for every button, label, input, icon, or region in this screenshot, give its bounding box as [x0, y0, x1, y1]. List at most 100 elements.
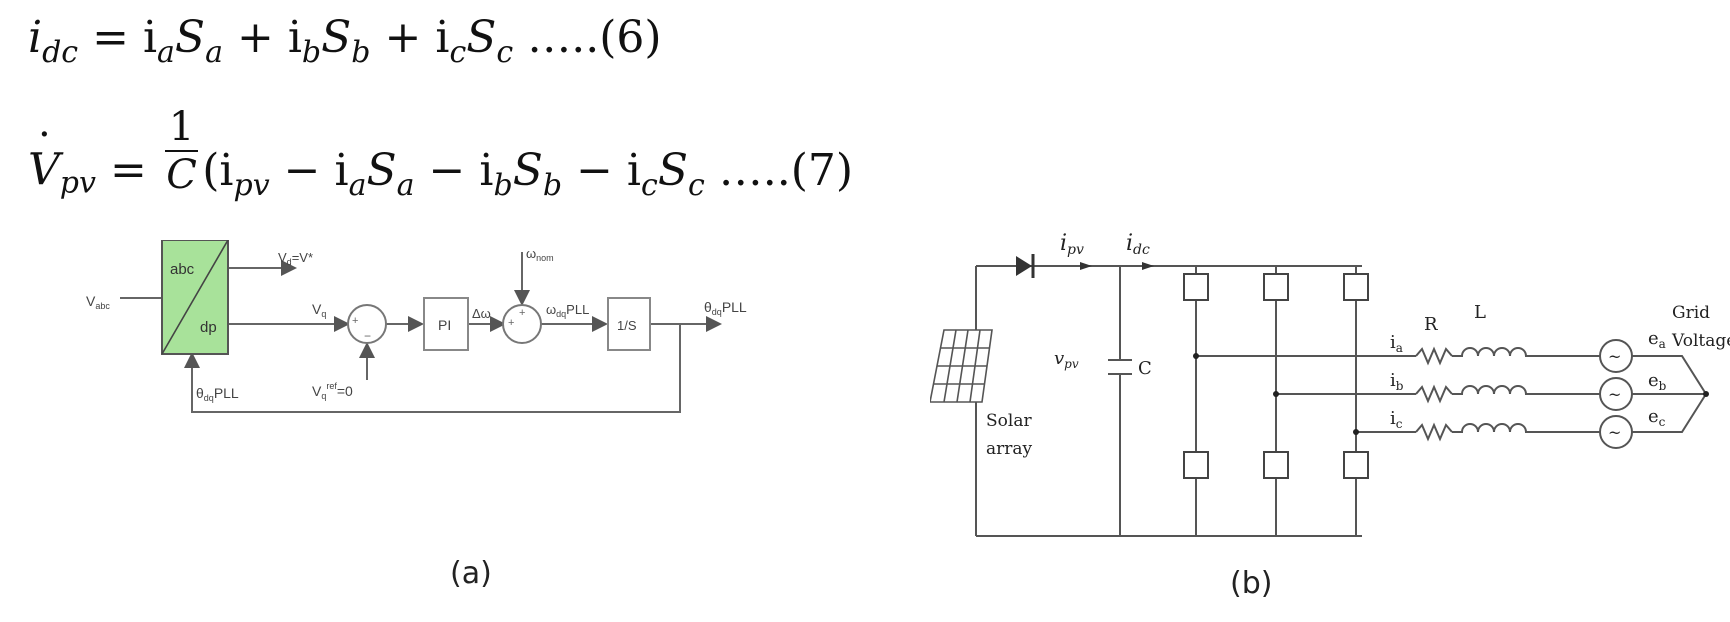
pi-block [423, 297, 469, 351]
eq6-S-a: S [174, 12, 206, 63]
caption-b: (b) [1230, 566, 1273, 601]
eq6-tail: …..(6) [527, 12, 662, 63]
feedback-line [184, 324, 681, 413]
eq7-S-a: S [366, 144, 397, 196]
eq7-dot: . [38, 100, 51, 146]
inductor-label: L [1474, 302, 1486, 323]
vref-label: Vqref=0 [312, 381, 353, 401]
integrator-label: 1/S [617, 318, 637, 333]
eq7-frac-den: C [166, 152, 197, 198]
node-b [1273, 391, 1279, 397]
grid-a-wire [1632, 355, 1707, 395]
grid-source-c [1599, 415, 1633, 449]
idc-arrow-icon [1142, 262, 1154, 270]
eq6-lhs-sub: dc [42, 35, 79, 70]
solar-panel-icon [930, 329, 993, 403]
solar-label-2: array [986, 439, 1033, 459]
ib-label: ib [1390, 370, 1404, 393]
eq7-open: (i [202, 144, 234, 196]
eq6-sub-a2: a [205, 35, 223, 70]
inductor-a [1452, 347, 1560, 357]
eq6-S-c: S [466, 12, 497, 63]
eq7-S-b: S [512, 144, 543, 196]
eq6-part-0: = i [92, 12, 158, 63]
resistor-a [1415, 346, 1453, 366]
source-a-glyph: ~ [1608, 347, 1621, 366]
diode-icon [1016, 256, 1032, 276]
eq6-sub-b2: b [351, 35, 371, 70]
eq7-tail: …..(7) [718, 144, 854, 196]
inductor-c [1452, 423, 1560, 433]
eq7-frac-num: 1 [164, 104, 199, 152]
ea-label: ea [1648, 328, 1666, 351]
source-b-glyph: ~ [1608, 385, 1621, 404]
eq7-sub-b1: b [493, 167, 513, 203]
eq7-sub-c2: c [687, 167, 705, 203]
eq7-S-c: S [657, 144, 688, 196]
sum-junction-1 [347, 304, 387, 344]
equation-6: idc = iaSa + ibSb + icSc …..(6) [28, 12, 662, 70]
caption-a: (a) [450, 556, 492, 591]
eq6-sub-b1: b [301, 35, 322, 70]
eq7-lhs: V [28, 144, 60, 196]
eq6-part-4: + i [236, 12, 302, 63]
solar-label-1: Solar [986, 411, 1032, 431]
grid-label-2: Voltage [1671, 331, 1730, 351]
out-top-label: Vd=V* [278, 250, 313, 267]
node-a [1193, 353, 1199, 359]
node-c [1353, 429, 1359, 435]
eq7-part-8: − i [576, 144, 642, 196]
pi-label: PI [438, 317, 451, 333]
ia-label: ia [1390, 332, 1403, 355]
resistor-b [1415, 384, 1453, 404]
theta-out-label: θdqPLL [704, 299, 747, 317]
grid-c-wire [1632, 393, 1707, 433]
eq7-lhs-sub: pv [59, 165, 96, 201]
block-top-label: abc [170, 261, 195, 278]
sum1-plus: + [352, 315, 358, 327]
grid-source-a [1599, 339, 1633, 373]
switch-b-top-icon [1263, 273, 1289, 301]
source-c-glyph: ~ [1608, 423, 1621, 442]
eq7-equals: = [109, 144, 147, 196]
vpv-label: vpv [1054, 348, 1079, 371]
sum1-minus: − [364, 329, 371, 343]
resistor-c [1415, 422, 1453, 442]
ipv-arrow-icon [1080, 262, 1092, 270]
capacitor-label: C [1138, 358, 1152, 379]
eq7-part-0: − i [283, 144, 349, 196]
pv-inverter-circuit: ipv idc vpv C Solar array ia ib ic R L ~… [930, 231, 1730, 537]
eq6-sub-a1: a [157, 35, 175, 70]
eb-label: eb [1648, 370, 1667, 393]
eq6-lhs: i [28, 12, 43, 63]
grid-source-b [1599, 377, 1633, 411]
switch-a-top-icon [1183, 273, 1209, 301]
wpll-label: ωdqPLL [546, 302, 589, 319]
eq7-rest: (ipv − iaSa − ibSb − icSc …..(7) [202, 144, 854, 203]
eq7-ipv-sub: pv [233, 167, 270, 203]
eq7-sub-c1: c [641, 167, 658, 203]
grid-label-1: Grid [1672, 303, 1710, 323]
sum2-plus-top: + [519, 307, 525, 319]
ic-label: ic [1390, 408, 1403, 431]
sum-junction-2 [502, 304, 542, 344]
wnom-label: ωnom [526, 246, 554, 263]
eq7-sub-a1: a [348, 167, 367, 203]
eq7-sub-b2: b [542, 167, 563, 203]
idc-label: idc [1126, 231, 1150, 258]
vq-label: Vq [312, 301, 326, 319]
switch-c-bottom-icon [1343, 451, 1369, 479]
integrator-block [607, 297, 651, 351]
ipv-label: ipv [1060, 231, 1084, 258]
theta-feedback-label: θdqPLL [196, 385, 239, 403]
resistor-label: R [1424, 314, 1438, 335]
eq7-sub-a2: a [396, 167, 415, 203]
eq7-part-4: − i [428, 144, 494, 196]
switch-c-top-icon [1343, 273, 1369, 301]
pll-block-diagram: abc dp PI 1/S + − + + Vabc Vd=V* Vq Vqre… [86, 240, 747, 413]
switch-a-bottom-icon [1183, 451, 1209, 479]
transform-diagonal [161, 240, 229, 355]
switch-b-bottom-icon [1263, 451, 1289, 479]
